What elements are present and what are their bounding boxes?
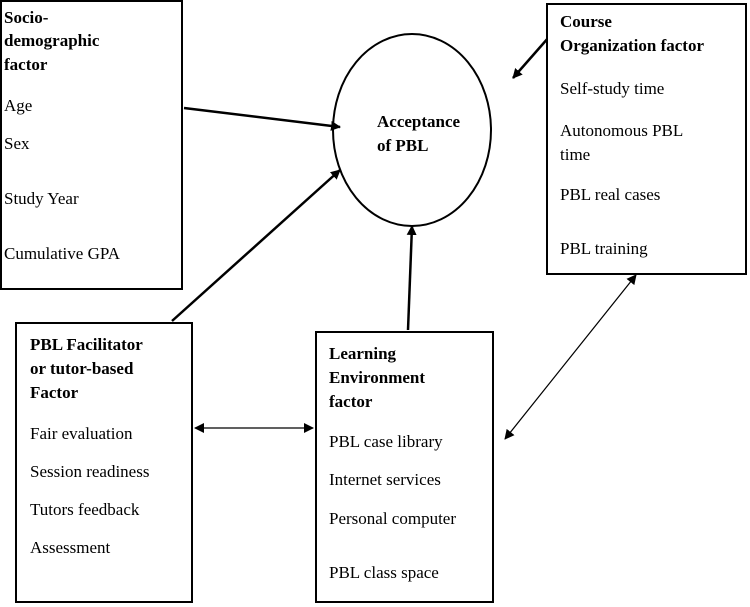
course-heading-line2: Organization factor <box>560 36 704 55</box>
course-item-autonomous-pbl-time: time <box>560 145 591 164</box>
course-item-pbl-training: PBL training <box>560 239 648 258</box>
tutor-item-fair-evaluation: Fair evaluation <box>30 424 133 443</box>
socio-item-cumulative-gpa: Cumulative GPA <box>4 244 121 263</box>
socio-demographic-factor-box: Socio- demographic factor Age Sex Study … <box>0 0 183 290</box>
course-heading-line1: Course <box>560 12 612 31</box>
course-item-autonomous-pbl: Autonomous PBL <box>560 121 684 140</box>
course-organization-factor-box: Course Organization factor Self-study ti… <box>546 3 747 275</box>
environment-item-personal-computer: Personal computer <box>329 509 456 528</box>
arrow-environment-course-bidirectional <box>504 274 637 440</box>
environment-item-pbl-class-space: PBL class space <box>329 563 439 582</box>
tutor-heading-line2: or tutor-based <box>30 359 134 378</box>
course-item-pbl-real-cases: PBL real cases <box>560 185 661 204</box>
tutor-heading-line3: Factor <box>30 383 79 402</box>
environment-heading-line1: Learning <box>329 344 397 363</box>
arrow-environment-to-acceptance <box>406 225 417 331</box>
tutor-item-session-readiness: Session readiness <box>30 462 150 481</box>
tutor-item-assessment: Assessment <box>30 538 111 557</box>
socio-item-study-year: Study Year <box>4 189 79 208</box>
acceptance-title-line2: of PBL <box>377 136 429 155</box>
socio-item-age: Age <box>4 96 33 115</box>
tutor-based-factor-box: PBL Facilitator or tutor-based Factor Fa… <box>15 322 193 603</box>
tutor-item-tutors-feedback: Tutors feedback <box>30 500 140 519</box>
environment-heading-line2: Environment <box>329 368 426 387</box>
course-item-self-study-time: Self-study time <box>560 79 665 98</box>
arrow-course-to-acceptance <box>512 36 550 79</box>
socio-heading-line2: demographic <box>4 31 100 50</box>
acceptance-title-line1: Acceptance <box>377 112 461 131</box>
arrow-tutor-to-acceptance <box>171 169 341 322</box>
socio-item-sex: Sex <box>4 134 30 153</box>
socio-heading-line1: Socio- <box>4 8 49 27</box>
environment-item-internet-services: Internet services <box>329 470 441 489</box>
environment-heading-line3: factor <box>329 392 373 411</box>
learning-environment-factor-box: Learning Environment factor PBL case lib… <box>315 331 494 603</box>
environment-item-pbl-case-library: PBL case library <box>329 432 443 451</box>
tutor-heading-line1: PBL Facilitator <box>30 335 143 354</box>
acceptance-title: Acceptance of PBL <box>377 110 460 158</box>
arrow-socio-to-acceptance <box>183 106 341 131</box>
socio-heading-line3: factor <box>4 55 48 74</box>
